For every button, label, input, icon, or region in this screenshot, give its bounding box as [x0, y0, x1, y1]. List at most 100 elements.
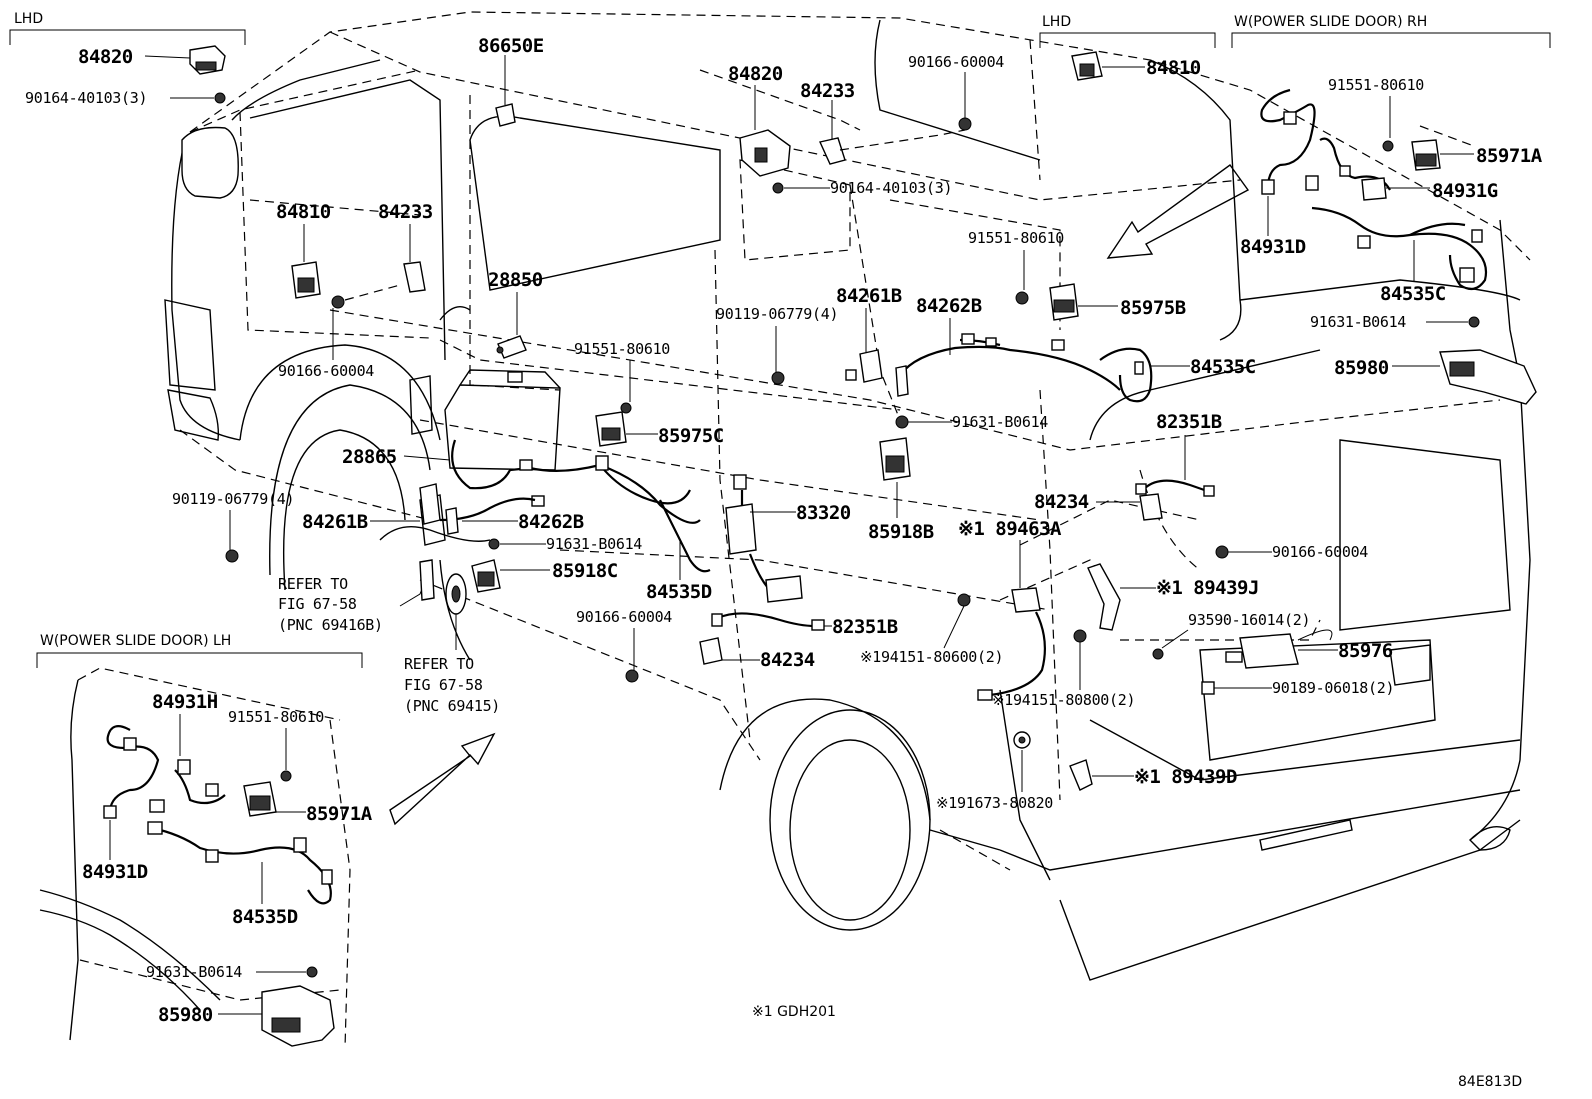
label-84931D-rh: 84931D	[1240, 236, 1306, 258]
bolt-90166-top[interactable]: 90166-60004	[908, 53, 1005, 131]
label-91551-lh: 91551-80610	[228, 708, 324, 726]
ref2-line2: FIG 67-58	[404, 676, 483, 694]
diagram-code: 84E813D	[1458, 1074, 1522, 1090]
label-90164-b: 90164-40103(3)	[830, 179, 952, 197]
bolt-90166-right[interactable]: 90166-60004	[1215, 543, 1369, 561]
label-85971A-rh: 85971A	[1476, 145, 1543, 167]
label-89463A: ※1 89463A	[958, 518, 1062, 540]
part-84535D-a[interactable]: 84535D	[646, 499, 712, 603]
part-89439D[interactable]	[1069, 759, 1093, 791]
part-84261B-a[interactable]	[419, 483, 441, 525]
psd-lh-header: W(POWER SLIDE DOOR) LH	[40, 633, 231, 649]
center-wiring-group[interactable]: 90119-06779(4) 84261B 84262B	[716, 285, 1121, 397]
label-90164-a: 90164-40103(3)	[25, 89, 147, 107]
label-84810-a: 84810	[276, 201, 331, 223]
label-84931G: 84931G	[1432, 180, 1498, 202]
view-arrow-front	[389, 732, 496, 826]
ref2-line3: (PNC 69415)	[404, 697, 500, 715]
label-84810-b: 84810	[1146, 57, 1201, 79]
label-84262B-a: 84262B	[518, 511, 584, 533]
label-84820-b: 84820	[728, 63, 783, 85]
part-85975B-group[interactable]: 91551-80610 85975B	[968, 229, 1186, 321]
rear-latch-lower-group[interactable]: ※191673-80820 ※1 89439D	[936, 731, 1237, 812]
label-84261B-a: 84261B	[302, 511, 368, 533]
part-85918C-group[interactable]: 91631-B0614 85918C	[471, 535, 643, 593]
label-90166-c: 90166-60004	[1272, 543, 1368, 561]
part-86650E[interactable]: 86650E	[478, 35, 544, 127]
label-86650E: 86650E	[478, 35, 544, 57]
center-switch-group[interactable]: 84820 84233 90164-40103(3)	[699, 63, 966, 197]
label-94151-a: ※194151-80600(2)	[860, 648, 1003, 666]
reference-notes: REFER TO FIG 67-58 (PNC 69416B) REFER TO…	[278, 559, 500, 715]
label-82351B-b: 82351B	[832, 616, 898, 638]
lhd-left-header: LHD	[14, 11, 43, 27]
label-85976: 85976	[1338, 640, 1393, 662]
label-91551-rh: 91551-80610	[1328, 76, 1424, 94]
label-90189: 90189-06018(2)	[1272, 679, 1394, 697]
part-89439J[interactable]	[1087, 563, 1121, 631]
label-84931H: 84931H	[152, 691, 218, 713]
label-84931D-lh: 84931D	[82, 861, 148, 883]
lhd-left-box: LHD 84820 90164-40103(3)	[9, 11, 246, 107]
label-28850: 28850	[488, 269, 543, 291]
van-body-outline	[164, 11, 1531, 981]
label-84262B-b: 84262B	[916, 295, 982, 317]
label-85918C: 85918C	[552, 560, 618, 582]
psd-rh-box: W(POWER SLIDE DOOR) RH 91551-80610 85971…	[1231, 14, 1551, 405]
part-84931G[interactable]	[1361, 177, 1387, 201]
part-85976[interactable]	[1239, 633, 1299, 669]
label-91551-b: 91551-80610	[968, 229, 1064, 247]
label-83320: 83320	[796, 502, 851, 524]
label-84535D-a: 84535D	[646, 581, 712, 603]
label-84261B-b: 84261B	[836, 285, 902, 307]
part-84535C-a[interactable]: 84535C	[1099, 347, 1256, 403]
part-84233-a[interactable]	[403, 261, 426, 293]
label-91631-lh: 91631-B0614	[146, 963, 242, 981]
label-90166-a: 90166-60004	[908, 53, 1004, 71]
front-wiring-group[interactable]: 28865 90119-06779(4) 84261B 84262B	[172, 439, 701, 563]
label-84233-a: 84233	[378, 201, 433, 223]
label-90166-b: 90166-60004	[278, 362, 374, 380]
label-91631-rh: 91631-B0614	[1310, 313, 1406, 331]
ref2-line1: REFER TO	[404, 655, 474, 673]
label-28865: 28865	[342, 446, 397, 468]
label-85980-rh: 85980	[1334, 357, 1389, 379]
part-85980-lh[interactable]	[261, 985, 335, 1047]
label-90119-b: 90119-06779(4)	[716, 305, 838, 323]
label-94151-b: ※194151-80800(2)	[992, 691, 1135, 709]
label-84233-b: 84233	[800, 80, 855, 102]
label-85975C: 85975C	[658, 425, 724, 447]
part-84234-a[interactable]	[1139, 493, 1163, 521]
view-arrow-rear	[1106, 164, 1250, 259]
psd-rh-header: W(POWER SLIDE DOOR) RH	[1234, 14, 1427, 30]
part-84261B-b[interactable]	[859, 349, 883, 383]
rear-latch-group[interactable]: ※1 89463A ※1 89439J	[958, 518, 1259, 701]
footnote-gdh201: ※1 GDH201	[752, 1004, 836, 1020]
lower-sensor-group[interactable]: 90166-60004 82351B 84234	[576, 608, 898, 683]
rear-sensor-group[interactable]: 82351B 84234	[1034, 411, 1222, 521]
part-85918B-group[interactable]: 91631-B0614 85918B	[868, 413, 1049, 543]
part-84233-b[interactable]	[819, 137, 846, 165]
label-89439J: ※1 89439J	[1156, 577, 1259, 599]
part-85975C-group[interactable]: 91551-80610 85975C	[574, 340, 724, 447]
psd-lh-box: W(POWER SLIDE DOOR) LH 84931H 91551-8061…	[36, 633, 373, 1049]
label-91631-a: 91631-B0614	[546, 535, 642, 553]
label-91551-a: 91551-80610	[574, 340, 670, 358]
ref1-line3: (PNC 69416B)	[278, 616, 383, 634]
label-90166-d: 90166-60004	[576, 608, 672, 626]
part-85980-rh[interactable]	[1439, 349, 1537, 405]
label-85975B: 85975B	[1120, 297, 1186, 319]
side-mirror	[181, 126, 239, 199]
part-28850[interactable]: 28850	[488, 269, 543, 359]
left-switch-group[interactable]: 84810 84233 90166-60004	[276, 201, 433, 380]
part-89463A[interactable]	[1011, 587, 1041, 613]
label-84820-a: 84820	[78, 46, 133, 68]
lhd-right-box: LHD 84810	[1039, 14, 1216, 81]
label-84234-b: 84234	[760, 649, 815, 671]
part-85976-group[interactable]: 93590-16014(2) 85976 90189-06018(2)	[1152, 611, 1395, 697]
part-84234-b[interactable]	[699, 637, 723, 665]
bolt-94151-group[interactable]: ※194151-80600(2) ※194151-80800(2)	[860, 593, 1136, 709]
part-83320[interactable]: 83320	[725, 474, 851, 603]
label-85971A-lh: 85971A	[306, 803, 373, 825]
